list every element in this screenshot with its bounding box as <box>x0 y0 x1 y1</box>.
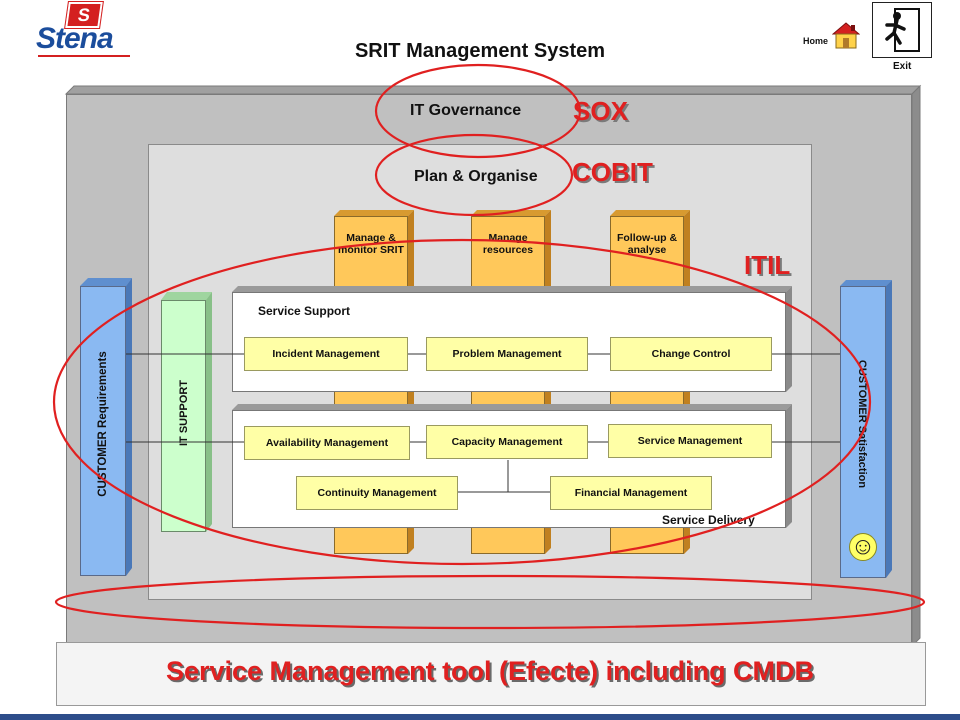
home-icon[interactable] <box>832 20 860 50</box>
process-service-management: Service Management <box>608 424 772 458</box>
process-change-control: Change Control <box>610 337 772 371</box>
service-management-tool-label: Service Management tool (Efecte) includi… <box>165 656 815 686</box>
exit-label[interactable]: Exit <box>893 61 912 72</box>
process-financial-management: Financial Management <box>550 476 712 510</box>
cobit-label: COBIT <box>572 157 653 187</box>
page-title: SRIT Management System <box>354 40 606 62</box>
customer-requirements-bar <box>80 286 126 576</box>
it-support-bar <box>161 300 206 532</box>
process-problem-management: Problem Management <box>426 337 588 371</box>
exit-icon <box>885 8 920 52</box>
home-label[interactable]: Home <box>803 36 829 46</box>
process-incident-management: Incident Management <box>244 337 408 371</box>
exit-button[interactable] <box>872 2 932 58</box>
sox-label: SOX <box>573 96 628 126</box>
tool-band <box>56 642 926 706</box>
logo-underline <box>38 55 130 57</box>
smiley-icon: ☺ <box>849 533 877 561</box>
process-capacity-management: Capacity Management <box>426 425 588 459</box>
service-support-title: Service Support <box>258 304 351 318</box>
process-continuity-management: Continuity Management <box>296 476 458 510</box>
itil-label: ITIL <box>744 250 791 280</box>
column-label: Manage & monitor SRIT <box>338 232 404 256</box>
logo: Stena <box>36 22 114 55</box>
plan-organise-label: Plan & Organise <box>414 168 538 185</box>
column-label: Follow-up & analyse <box>616 232 678 256</box>
it-governance-label: IT Governance <box>410 102 522 119</box>
process-availability-management: Availability Management <box>244 426 410 460</box>
bottom-rule <box>0 714 960 720</box>
